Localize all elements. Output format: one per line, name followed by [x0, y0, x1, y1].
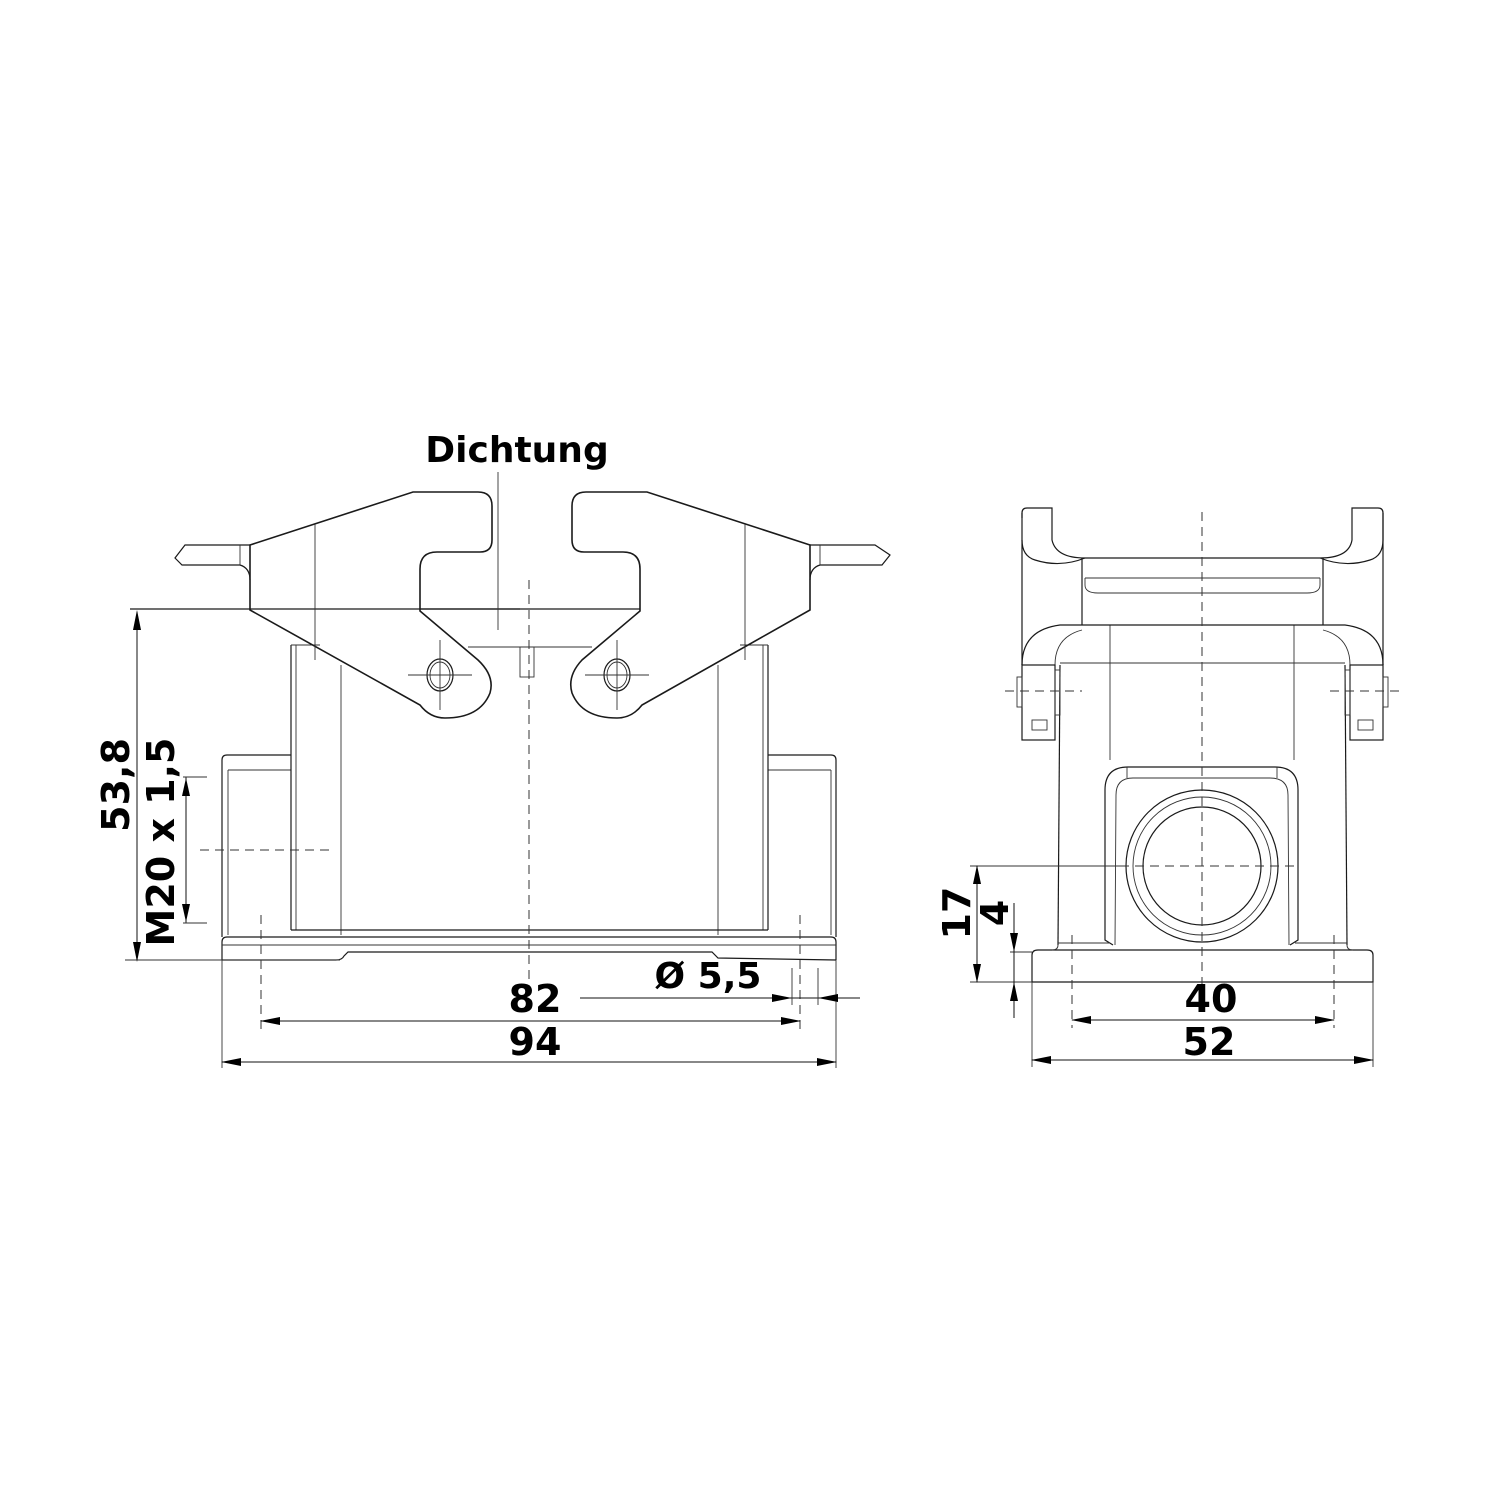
side-dimensions — [970, 865, 1374, 1067]
dichtung-label: Dichtung — [425, 430, 608, 471]
left-locking-lever — [174, 491, 493, 719]
dim-overall-width: 94 — [509, 1020, 562, 1064]
dim-side-overall-width: 52 — [1183, 1020, 1236, 1064]
front-view — [130, 472, 891, 1030]
dim-hole-diameter: Ø 5,5 — [655, 956, 762, 997]
dim-entry-height: 17 — [935, 887, 979, 940]
side-base-flange — [1031, 949, 1374, 983]
right-locking-lever — [569, 491, 891, 719]
front-dimensions — [125, 610, 860, 1068]
seal-block — [519, 646, 535, 678]
dim-side-hole-spacing: 40 — [1185, 977, 1238, 1021]
dim-hole-spacing: 82 — [509, 977, 562, 1021]
dim-thread: M20 x 1,5 — [139, 738, 183, 947]
dim-flange-thickness: 4 — [973, 900, 1017, 926]
side-latch-left — [1021, 664, 1056, 741]
cable-entry-left — [221, 754, 291, 937]
dim-overall-height: 53,8 — [94, 738, 138, 832]
side-latch-right — [1349, 664, 1384, 741]
cable-entry-right — [768, 754, 837, 937]
side-view — [1005, 507, 1400, 1028]
